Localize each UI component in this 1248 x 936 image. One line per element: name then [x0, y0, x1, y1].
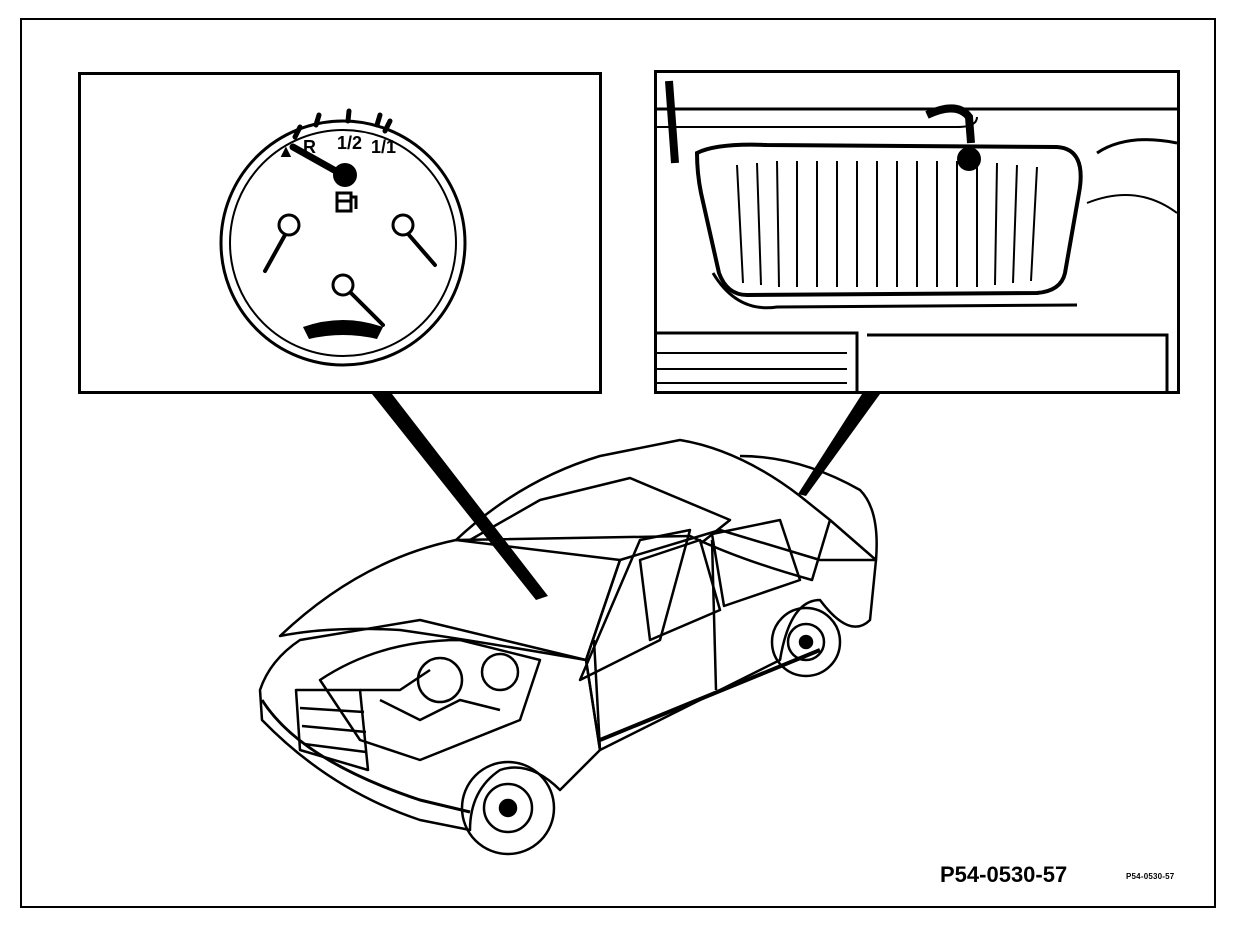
sender-cable [925, 104, 975, 144]
fuel-gauge-inset: ▲ R 1/2 1/1 [78, 72, 602, 394]
car-side [584, 528, 878, 752]
rear-wheel [770, 606, 842, 678]
lamp-pointer-center [349, 291, 385, 327]
lamp-pointer-right [407, 233, 437, 267]
fuel-tank-inset [654, 70, 1180, 394]
fuel-tank-drawing [657, 80, 1177, 391]
warning-lamp-center [331, 273, 355, 297]
radiator-grille [294, 688, 370, 772]
front-wheel [460, 760, 556, 856]
fuel-level-sender [957, 147, 981, 171]
gauge-bezel [219, 119, 467, 367]
car-trunk [739, 454, 878, 562]
front-bumper [260, 699, 471, 814]
fuel-pump-icon [335, 191, 358, 213]
indicator-band [303, 320, 383, 339]
car-front [258, 618, 602, 832]
fuel-gauge-drawing: ▲ R 1/2 1/1 [219, 108, 467, 367]
needle-hub [333, 163, 357, 187]
open-front-door [578, 528, 692, 682]
warning-lamp-right [391, 213, 415, 237]
car-hood [278, 538, 622, 662]
tank-ribs [736, 160, 1038, 288]
front-door-window [638, 538, 722, 642]
lamp-pointer-left [263, 233, 287, 273]
gauge-label-full: 1/1 [371, 137, 396, 157]
trunk-support-rod [665, 80, 679, 164]
warning-lamp-left [277, 213, 301, 237]
car-roof [454, 438, 832, 582]
rear-door-window [710, 518, 802, 608]
figure-frame [20, 18, 1216, 908]
side-molding [599, 648, 821, 742]
trunk-opening-edge [867, 333, 1169, 391]
figure-code-small: P54-0530-57 [1126, 872, 1175, 881]
figure-code: P54-0530-57 [940, 862, 1068, 887]
callout-to-instrument-cluster [372, 394, 548, 600]
gauge-face [229, 129, 457, 357]
callout-to-fuel-tank [798, 394, 880, 496]
gauge-label-half: 1/2 [337, 133, 362, 153]
gauge-scale-ticks [292, 108, 393, 140]
fuel-tank-outline [694, 142, 1083, 298]
engine-bay [318, 638, 542, 762]
door-seam [710, 539, 718, 691]
